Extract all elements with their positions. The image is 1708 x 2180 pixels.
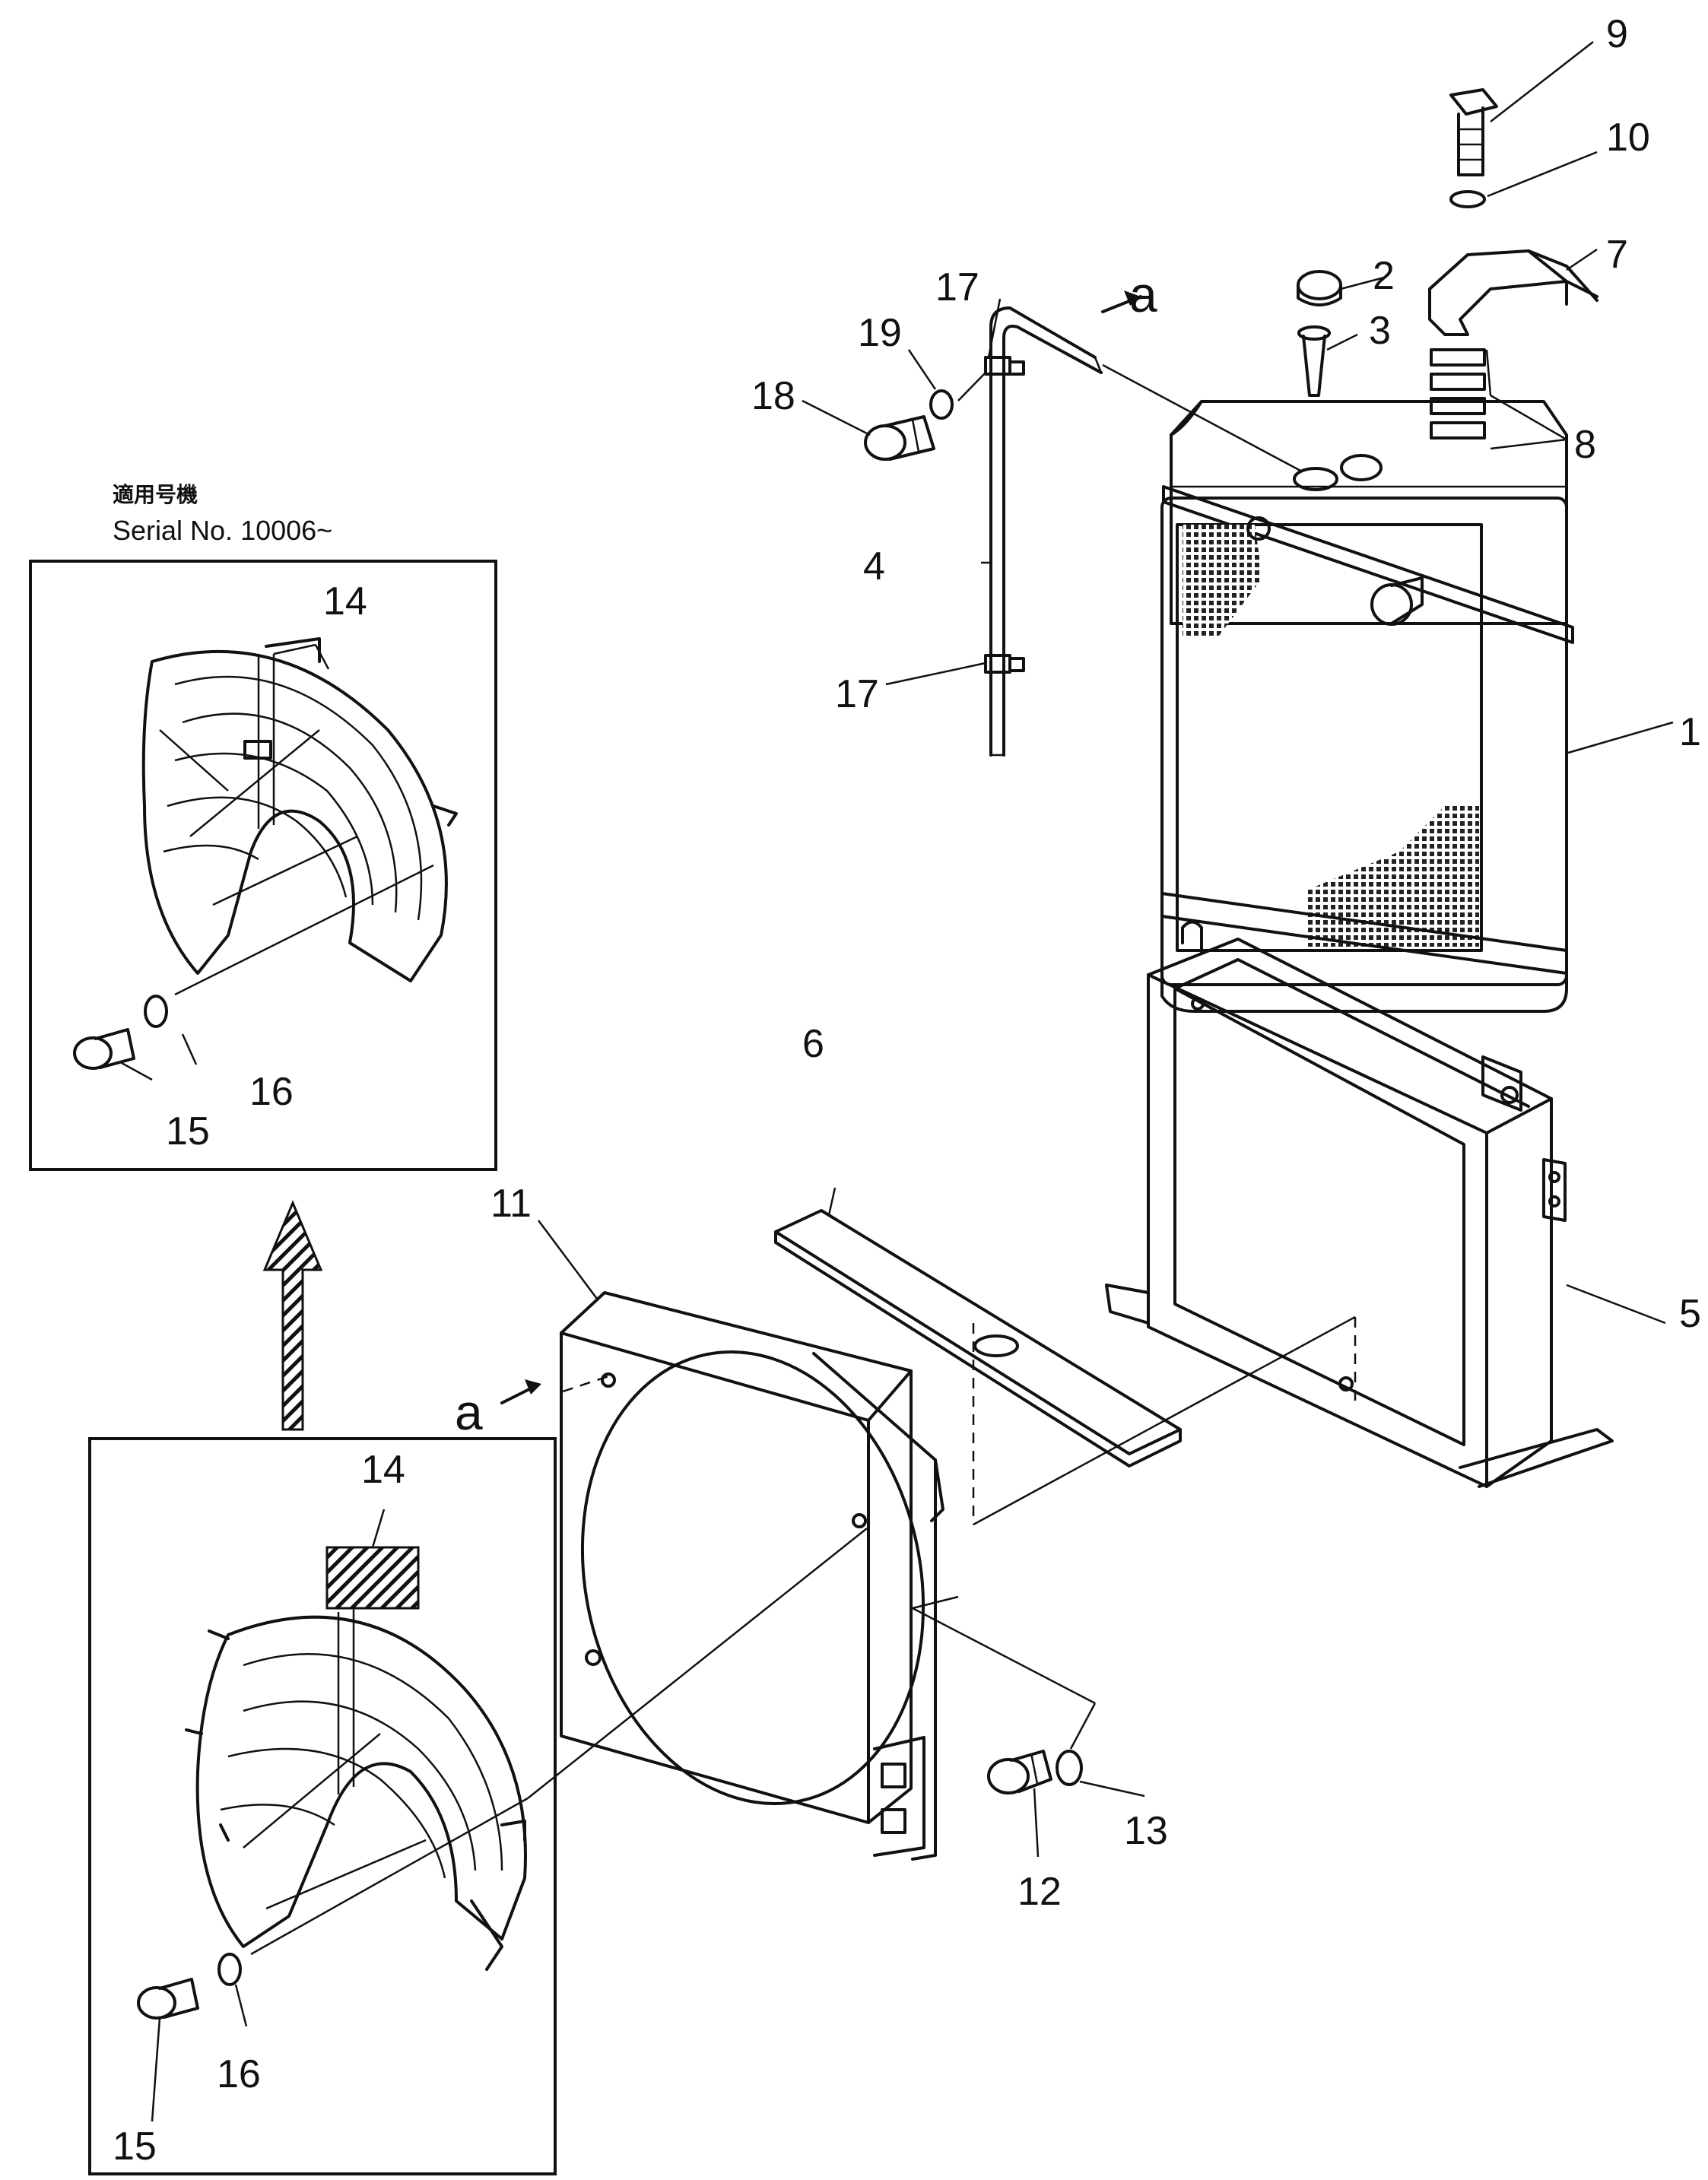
callout-16-upper: 16 <box>249 1070 294 1114</box>
bolt-9 <box>1449 88 1498 176</box>
callout-14-upper: 14 <box>323 579 367 624</box>
callout-13: 13 <box>1124 1809 1168 1853</box>
cover-plate <box>774 1209 1182 1468</box>
radiator-mesh-top <box>1183 525 1262 639</box>
callout-3: 3 <box>1369 309 1391 353</box>
inset-lower <box>88 1437 557 2175</box>
callout-leaders <box>121 41 1674 2122</box>
callout-17-top: 17 <box>935 265 979 309</box>
callout-18: 18 <box>751 374 795 418</box>
callout-17-bottom: 17 <box>835 672 879 716</box>
applicable-machine-label: 適用号機 <box>113 482 198 507</box>
washer-13 <box>1056 1750 1083 1786</box>
callout-15-upper: 15 <box>166 1109 210 1153</box>
callout-9: 9 <box>1606 12 1628 56</box>
shims <box>1430 348 1486 439</box>
callout-16-lower: 16 <box>217 2052 261 2096</box>
radiator-outlet <box>1370 583 1413 626</box>
a-arrow-mid <box>500 1386 534 1404</box>
bolt-15-upper <box>73 1028 135 1070</box>
bracket <box>1428 249 1598 336</box>
drain-tube <box>989 306 1103 757</box>
up-arrow <box>262 1200 323 1431</box>
radiator-cap <box>1297 270 1342 306</box>
callout-7: 7 <box>1606 233 1628 277</box>
bolt-18 <box>864 415 935 461</box>
callout-4: 4 <box>863 544 885 589</box>
valve <box>1297 325 1331 397</box>
washer-16-lower <box>217 1953 242 1986</box>
washer-16-upper <box>144 995 168 1028</box>
callout-8: 8 <box>1574 423 1596 467</box>
callout-19: 19 <box>858 311 902 355</box>
clamp-upper <box>984 356 1025 376</box>
callout-11: 11 <box>490 1182 532 1226</box>
callout-2: 2 <box>1373 254 1395 298</box>
callout-6: 6 <box>802 1022 824 1066</box>
fan-guard-upper <box>141 637 458 982</box>
filler-neck <box>1293 467 1338 491</box>
serial-number-label: Serial No. 10006~ <box>113 515 332 546</box>
hatched-label <box>325 1546 420 1610</box>
fan-shroud <box>560 1291 944 1861</box>
washer-10 <box>1449 190 1486 208</box>
inset-upper <box>29 560 497 1171</box>
callout-15-lower: 15 <box>113 2124 157 2169</box>
lifting-eye <box>1181 920 1203 954</box>
radiator-frame <box>1105 920 1614 1488</box>
label-a-mid: a <box>455 1384 483 1440</box>
label-a-top: a <box>1129 266 1157 322</box>
fan-guard-lower <box>185 1546 527 1971</box>
radiator <box>1160 400 1574 1013</box>
callout-10: 10 <box>1606 116 1650 160</box>
callout-1: 1 <box>1679 710 1701 754</box>
callout-5: 5 <box>1679 1292 1701 1336</box>
washer-19 <box>929 389 954 420</box>
bolt-15-lower <box>137 1978 199 2020</box>
callout-12: 12 <box>1017 1870 1062 1914</box>
callout-14-lower: 14 <box>361 1448 405 1492</box>
bolt-12 <box>987 1750 1052 1794</box>
radiator-mesh-bottom <box>1308 806 1479 947</box>
